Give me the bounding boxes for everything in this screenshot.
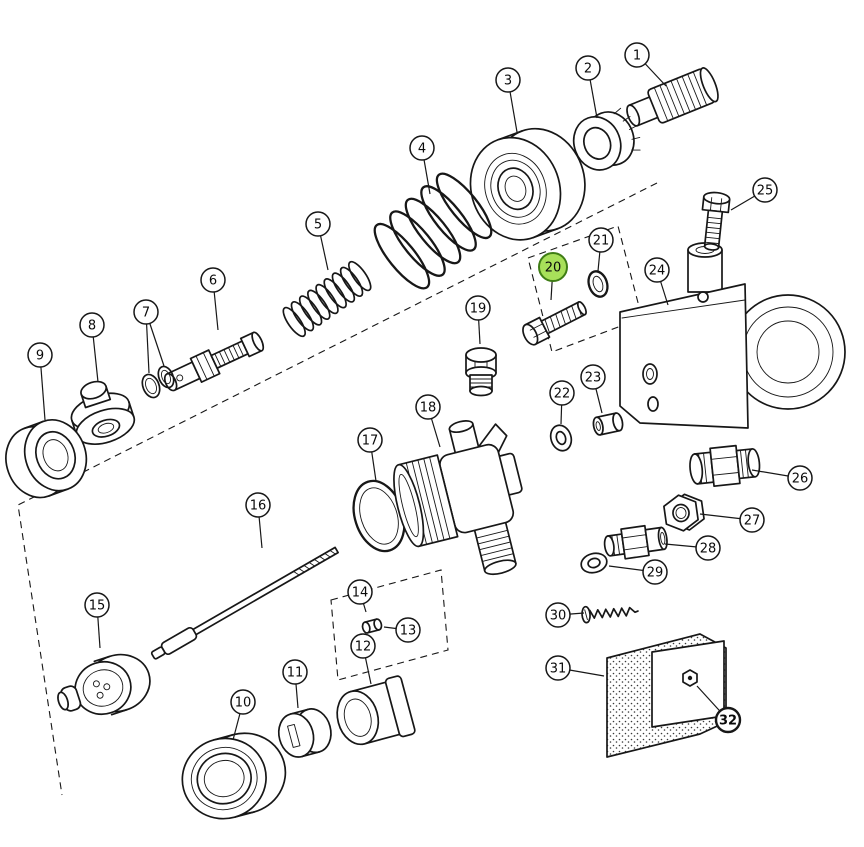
part-19-inlet-fitting xyxy=(465,347,497,397)
callout-13[interactable] xyxy=(395,617,421,643)
callout-19[interactable] xyxy=(465,295,491,321)
part-25-bolt-top xyxy=(701,191,731,251)
part-12-sleeve xyxy=(336,675,416,746)
callout-2[interactable] xyxy=(575,55,601,81)
part-28-fitting xyxy=(603,524,668,560)
part-24-cylinder-body xyxy=(619,242,846,429)
part-20-bolt xyxy=(522,301,587,346)
callout-11[interactable] xyxy=(282,659,308,685)
part-23-spacer xyxy=(592,412,624,436)
callout-22[interactable] xyxy=(549,380,575,406)
part-4-main-spring xyxy=(373,172,493,290)
callout-32[interactable] xyxy=(714,706,742,734)
part-32-nut xyxy=(682,669,698,687)
part-16-needle-rod xyxy=(150,546,339,660)
part-29-washer xyxy=(580,552,608,574)
part-5-valve-spring xyxy=(282,260,372,338)
callout-21[interactable] xyxy=(588,227,614,253)
callout-3[interactable] xyxy=(495,67,521,93)
callout-31[interactable] xyxy=(545,655,571,681)
part-7-o-rings xyxy=(141,365,175,399)
part-18-valve-body xyxy=(393,420,523,576)
part-26-nipple xyxy=(689,444,761,488)
callout-9[interactable] xyxy=(27,342,53,368)
callout-14[interactable] xyxy=(347,579,373,605)
callout-28[interactable] xyxy=(695,535,721,561)
callout-27[interactable] xyxy=(739,507,765,533)
callout-6[interactable] xyxy=(200,267,226,293)
callout-15[interactable] xyxy=(84,592,110,618)
callout-18[interactable] xyxy=(415,394,441,420)
construction-lines xyxy=(17,182,658,796)
callout-5[interactable] xyxy=(305,211,331,237)
callout-17[interactable] xyxy=(357,427,383,453)
part-2-ring-nut xyxy=(572,107,641,171)
callout-10[interactable] xyxy=(230,689,256,715)
part-10-retaining-ring xyxy=(181,732,287,820)
callout-1[interactable] xyxy=(624,42,650,68)
part-30-screw xyxy=(581,605,639,624)
callout-24[interactable] xyxy=(644,257,670,283)
callout-4[interactable] xyxy=(409,135,435,161)
callout-29[interactable] xyxy=(642,559,668,585)
callout-12[interactable] xyxy=(350,633,376,659)
callout-26[interactable] xyxy=(787,465,813,491)
part-27-nut xyxy=(663,493,705,532)
part-13-plug xyxy=(361,618,383,634)
part-31-bracket xyxy=(606,633,727,758)
part-3-air-cap-ring xyxy=(469,127,586,241)
part-1-hose-fitting xyxy=(626,67,719,127)
part-6-valve-stem xyxy=(163,331,265,392)
callout-8[interactable] xyxy=(79,312,105,338)
part-15-nozzle-assembly xyxy=(57,653,151,716)
part-11-seal-sleeve xyxy=(277,708,332,758)
part-21-lock-washer xyxy=(587,270,609,298)
part-9-retainer-ring xyxy=(5,419,88,499)
callout-20[interactable] xyxy=(538,252,568,282)
callout-7[interactable] xyxy=(133,299,159,325)
callout-30[interactable] xyxy=(545,602,571,628)
callout-25[interactable] xyxy=(752,177,778,203)
part-22-washer xyxy=(549,424,573,452)
callout-16[interactable] xyxy=(245,492,271,518)
callout-23[interactable] xyxy=(580,364,606,390)
